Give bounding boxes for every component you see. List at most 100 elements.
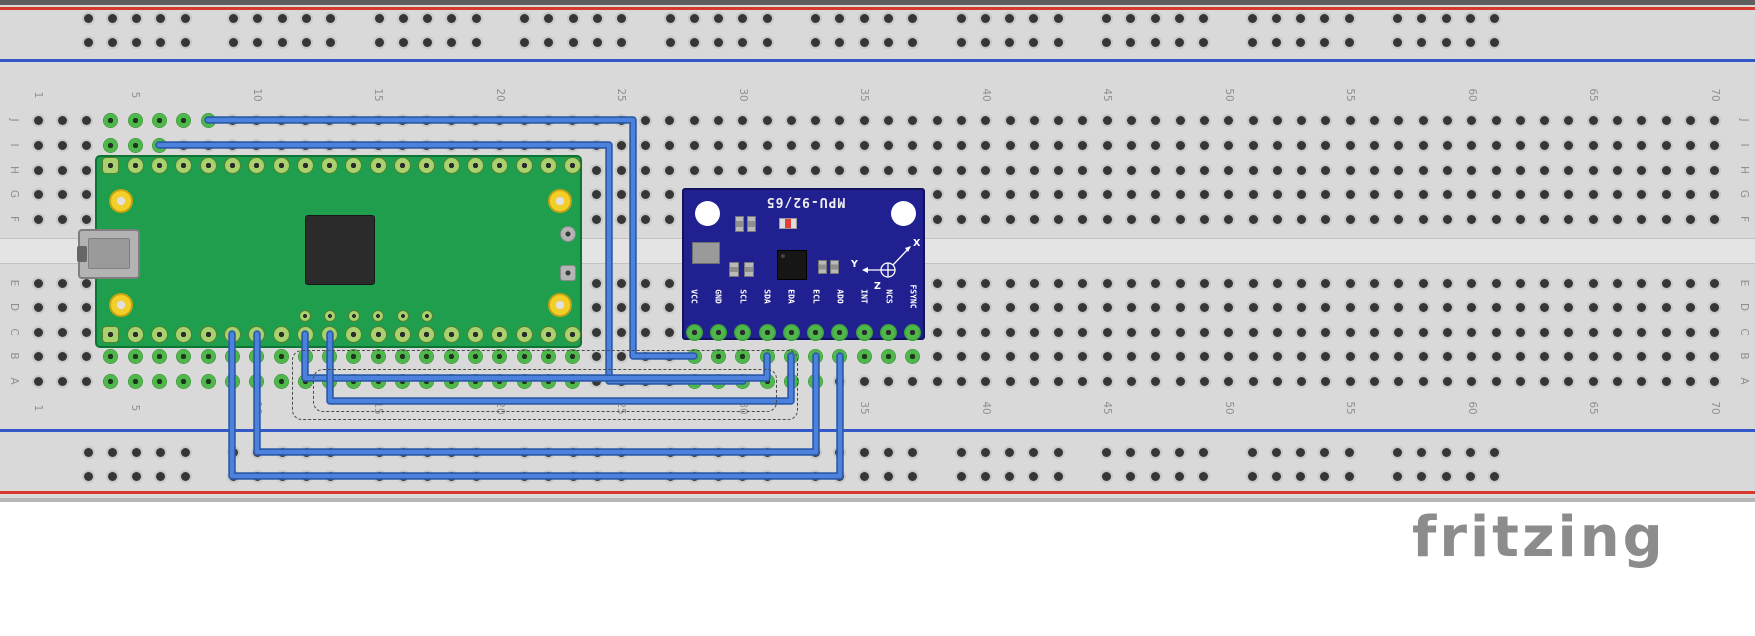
hole-J62[interactable] xyxy=(1515,115,1525,125)
hole-E40[interactable] xyxy=(981,278,991,288)
hole-D67[interactable] xyxy=(1637,302,1647,312)
hole-I32[interactable] xyxy=(786,140,796,150)
hole-C26[interactable] xyxy=(641,327,650,337)
rail-hole[interactable] xyxy=(689,13,699,23)
hole-H39[interactable] xyxy=(956,165,966,175)
teensy-pad[interactable] xyxy=(297,326,313,342)
hole-H47[interactable] xyxy=(1151,165,1161,175)
connected-hole-I4[interactable] xyxy=(104,138,118,152)
hole-H27[interactable] xyxy=(665,165,675,175)
hole-I53[interactable] xyxy=(1297,140,1307,150)
teensy-pad[interactable] xyxy=(176,157,192,173)
hole-I54[interactable] xyxy=(1321,140,1331,150)
hole-E60[interactable] xyxy=(1467,278,1477,288)
hole-F41[interactable] xyxy=(1005,214,1015,224)
rail-hole[interactable] xyxy=(180,447,190,457)
connected-hole-A7[interactable] xyxy=(177,374,191,388)
hole-C27[interactable] xyxy=(665,327,675,337)
hole-I52[interactable] xyxy=(1272,140,1282,150)
hole-F45[interactable] xyxy=(1102,214,1112,224)
teensy-pad[interactable] xyxy=(249,157,265,173)
hole-I59[interactable] xyxy=(1442,140,1452,150)
hole-F53[interactable] xyxy=(1297,214,1307,224)
rail-hole[interactable] xyxy=(83,471,93,481)
hole-I58[interactable] xyxy=(1418,140,1428,150)
hole-J36[interactable] xyxy=(884,115,893,125)
hole-H32[interactable] xyxy=(786,165,796,175)
hole-C64[interactable] xyxy=(1564,327,1574,337)
hole-A3[interactable] xyxy=(82,376,92,386)
teensy-pad[interactable] xyxy=(492,326,508,342)
hole-H63[interactable] xyxy=(1540,165,1550,175)
hole-B2[interactable] xyxy=(57,351,67,361)
rail-hole[interactable] xyxy=(1102,471,1111,481)
hole-A66[interactable] xyxy=(1613,376,1622,386)
hole-J38[interactable] xyxy=(932,115,942,125)
hole-J44[interactable] xyxy=(1078,115,1088,125)
hole-J51[interactable] xyxy=(1248,115,1258,125)
hole-H67[interactable] xyxy=(1637,165,1647,175)
rail-hole[interactable] xyxy=(738,13,748,23)
hole-A1[interactable] xyxy=(33,376,43,386)
rail-hole[interactable] xyxy=(811,37,820,47)
hole-D68[interactable] xyxy=(1661,302,1671,312)
hole-F70[interactable] xyxy=(1710,214,1720,224)
hole-D2[interactable] xyxy=(57,302,67,312)
hole-H57[interactable] xyxy=(1394,165,1404,175)
hole-E41[interactable] xyxy=(1005,278,1015,288)
hole-C58[interactable] xyxy=(1418,327,1428,337)
teensy-inner-pad[interactable] xyxy=(421,311,432,321)
rail-hole[interactable] xyxy=(1271,13,1281,23)
rail-hole[interactable] xyxy=(617,37,627,47)
hole-F48[interactable] xyxy=(1175,214,1185,224)
rail-hole[interactable] xyxy=(568,447,578,457)
rail-hole[interactable] xyxy=(762,471,772,481)
hole-I68[interactable] xyxy=(1661,140,1671,150)
hole-B64[interactable] xyxy=(1564,351,1574,361)
hole-C44[interactable] xyxy=(1078,327,1088,337)
hole-H30[interactable] xyxy=(738,165,748,175)
rail-hole[interactable] xyxy=(277,447,287,457)
hole-I56[interactable] xyxy=(1370,140,1379,150)
teensy-pad[interactable] xyxy=(297,157,313,173)
hole-D40[interactable] xyxy=(981,302,991,312)
hole-G55[interactable] xyxy=(1345,189,1355,199)
hole-C51[interactable] xyxy=(1248,327,1258,337)
hole-G41[interactable] xyxy=(1005,189,1015,199)
hole-E46[interactable] xyxy=(1127,278,1136,288)
connected-hole-J5[interactable] xyxy=(128,113,142,127)
rail-hole[interactable] xyxy=(544,13,554,23)
hole-I20[interactable] xyxy=(495,140,505,150)
hole-F50[interactable] xyxy=(1224,214,1234,224)
rail-hole[interactable] xyxy=(520,37,529,47)
hole-D24[interactable] xyxy=(592,302,602,312)
hole-J2[interactable] xyxy=(57,115,67,125)
hole-I27[interactable] xyxy=(665,140,675,150)
rail-hole[interactable] xyxy=(1465,37,1475,47)
hole-A68[interactable] xyxy=(1661,376,1671,386)
hole-G63[interactable] xyxy=(1540,189,1550,199)
connected-hole-A10[interactable] xyxy=(250,374,264,388)
hole-C63[interactable] xyxy=(1540,327,1550,337)
rail-hole[interactable] xyxy=(1102,13,1111,23)
rail-hole[interactable] xyxy=(1441,447,1451,457)
teensy-pad[interactable] xyxy=(103,157,119,173)
hole-A49[interactable] xyxy=(1199,376,1209,386)
rail-hole[interactable] xyxy=(1005,13,1015,23)
hole-J31[interactable] xyxy=(762,115,772,125)
rail-hole[interactable] xyxy=(980,447,990,457)
hole-H42[interactable] xyxy=(1029,165,1039,175)
teensy-pad[interactable] xyxy=(127,326,143,342)
hole-E70[interactable] xyxy=(1710,278,1720,288)
rail-hole[interactable] xyxy=(1126,13,1136,23)
hole-J41[interactable] xyxy=(1005,115,1015,125)
rail-hole[interactable] xyxy=(132,471,142,481)
rail-hole[interactable] xyxy=(301,37,311,47)
rail-hole[interactable] xyxy=(1296,447,1306,457)
hole-A37[interactable] xyxy=(908,376,918,386)
teensy-pad[interactable] xyxy=(322,157,338,173)
teensy-pad[interactable] xyxy=(224,326,240,342)
hole-C67[interactable] xyxy=(1637,327,1647,337)
hole-A57[interactable] xyxy=(1394,376,1404,386)
hole-H37[interactable] xyxy=(908,165,918,175)
